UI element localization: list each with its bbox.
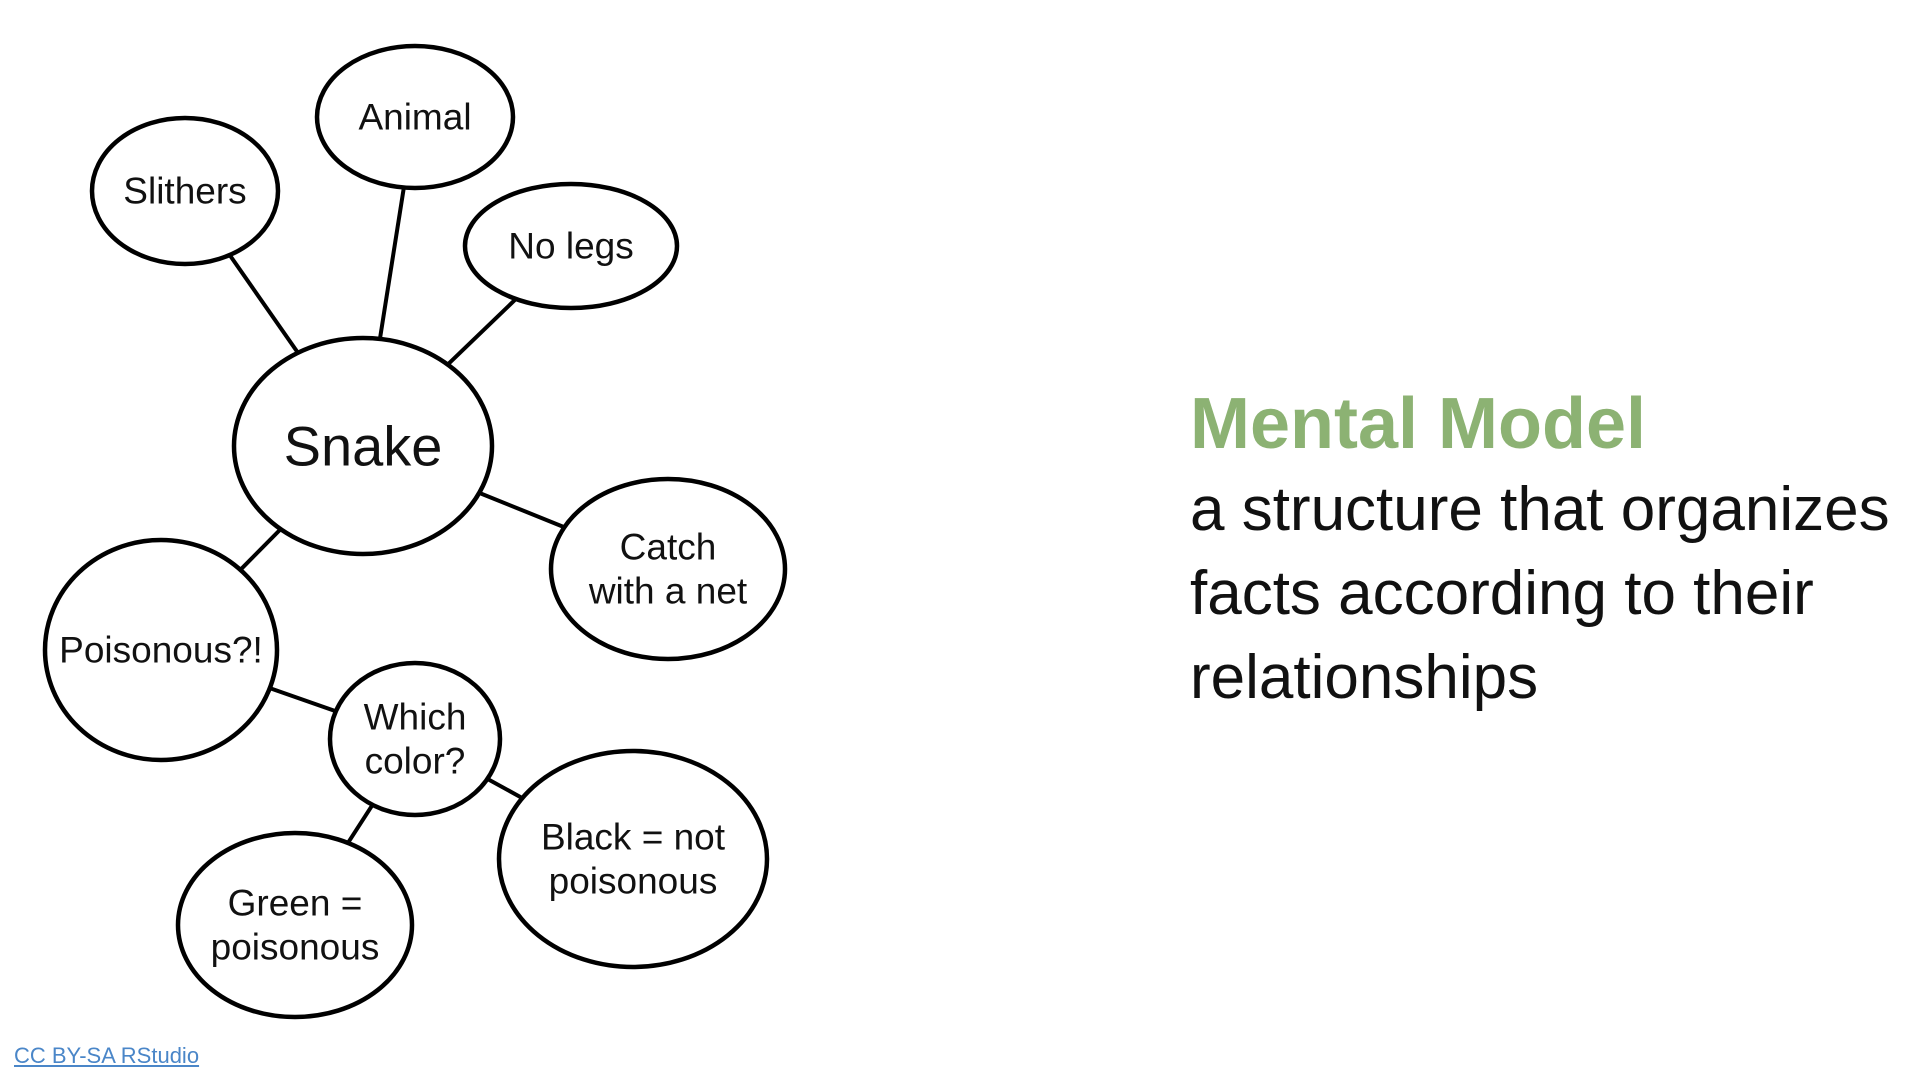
node-no-legs-label: No legs: [508, 226, 633, 267]
connector-snake-animal: [377, 187, 406, 340]
node-green-label: Green =: [228, 882, 363, 923]
node-animal-bubble: [314, 43, 516, 191]
node-poisonous-label: Poisonous?!: [59, 630, 263, 671]
node-no-legs-bubble: [462, 181, 680, 311]
node-snake: Snake: [231, 335, 495, 557]
node-catch-label: Catch: [620, 526, 717, 567]
node-black-label: poisonous: [549, 861, 718, 902]
connector-snake-poisonous: [238, 527, 283, 572]
node-poisonous: Poisonous?!: [42, 537, 280, 763]
node-green-bubble: [175, 830, 415, 1020]
node-no-legs: No legs: [462, 181, 680, 311]
node-snake-label: Snake: [284, 415, 443, 478]
license-credit-link[interactable]: CC BY-SA RStudio: [14, 1043, 200, 1068]
connector-which-color-black: [486, 777, 524, 800]
node-snake-bubble: [231, 335, 495, 557]
connector-snake-catch: [478, 491, 566, 530]
definition-text: a structure that organizes facts accordi…: [1190, 475, 1890, 712]
node-catch-bubble: [548, 476, 788, 662]
node-slithers-bubble: [89, 115, 281, 267]
connector-which-color-green: [346, 803, 375, 845]
connector-snake-slithers: [228, 253, 300, 354]
node-slithers-label: Slithers: [123, 171, 246, 212]
slide-title: Mental Model: [1190, 384, 1647, 464]
connector-snake-no-legs: [446, 297, 518, 366]
node-slithers: Slithers: [89, 115, 281, 267]
node-animal-label: Animal: [358, 97, 471, 138]
node-poisonous-bubble: [42, 537, 280, 763]
definition-panel: Mental Model a structure that organizes …: [1190, 380, 1910, 720]
node-which-color-label: Which: [364, 696, 467, 737]
connector-poisonous-which-color: [269, 686, 337, 714]
node-black-bubble: [496, 748, 770, 970]
node-catch-label: with a net: [588, 571, 748, 612]
node-which-color-label: color?: [365, 741, 466, 782]
node-which-color-bubble: [327, 660, 503, 818]
node-green: Green =poisonous: [175, 830, 415, 1020]
node-black-label: Black = not: [541, 816, 726, 857]
node-green-label: poisonous: [211, 927, 380, 968]
node-animal: Animal: [314, 43, 516, 191]
